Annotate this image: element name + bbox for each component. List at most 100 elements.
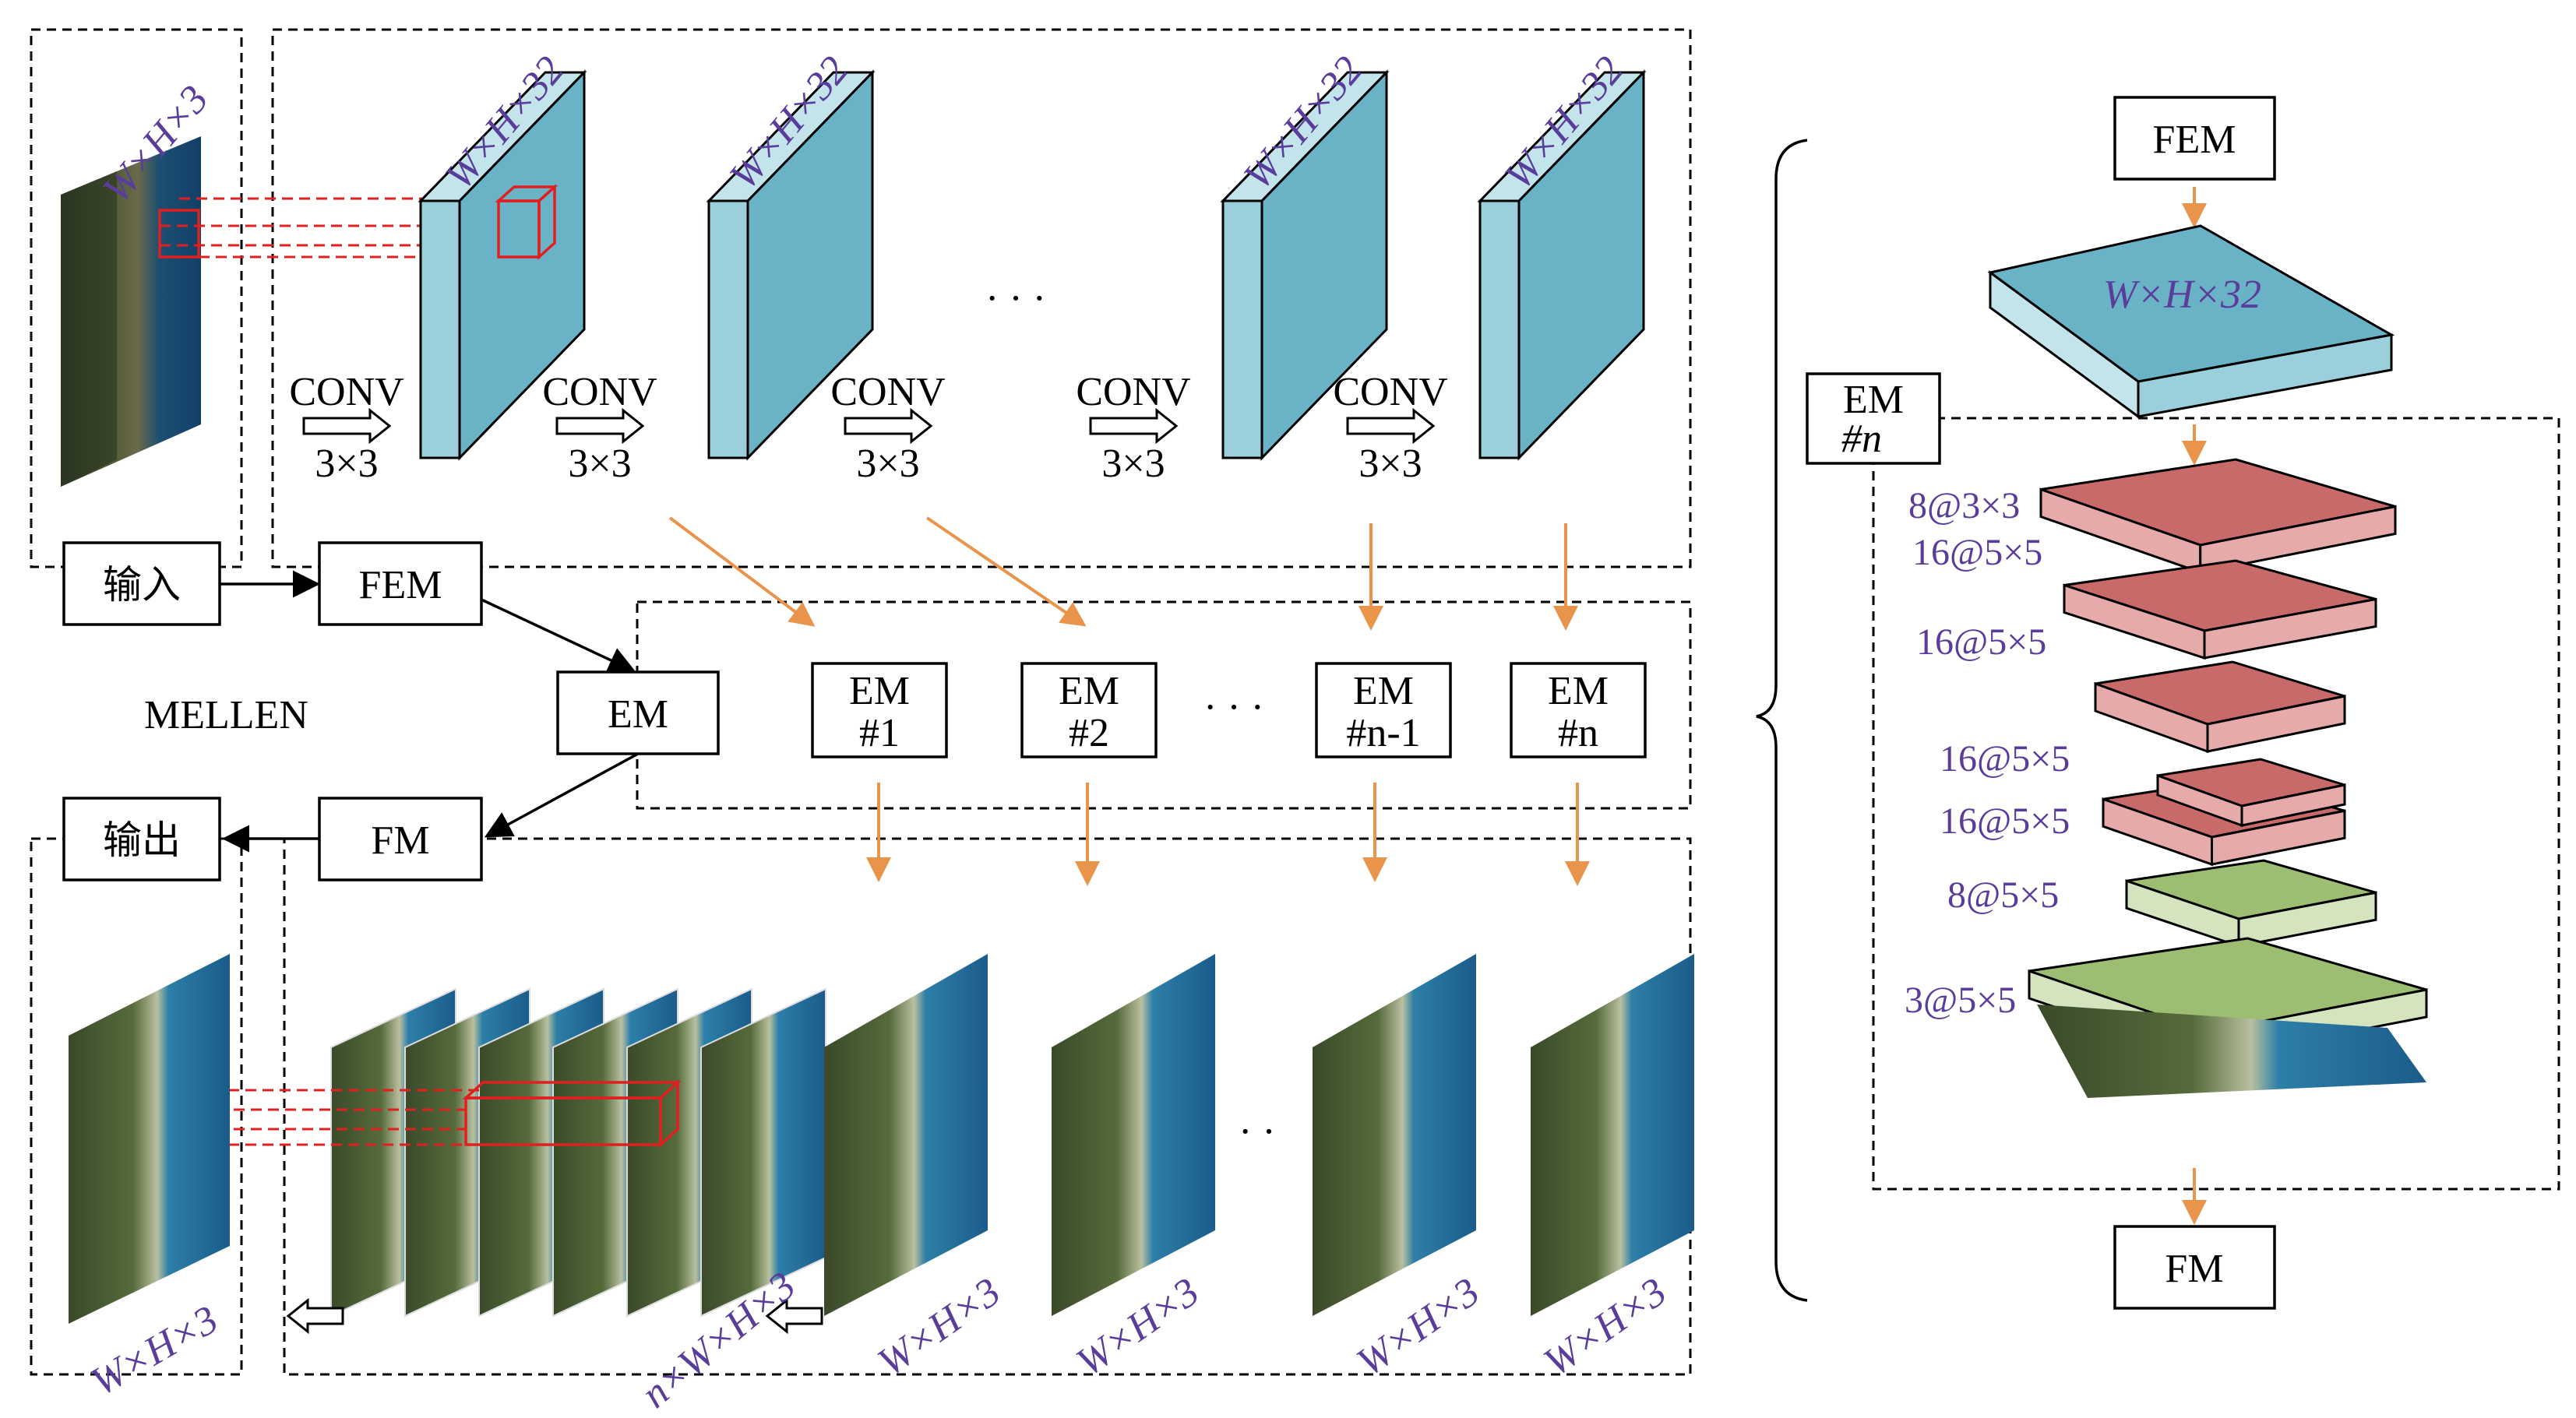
fem-box-label: FEM [359, 563, 442, 607]
em-module-line2: #2 [1069, 711, 1109, 755]
conv-hollow-arrow [302, 407, 392, 445]
em-layer-label: 16@5×5 [1940, 738, 2070, 779]
fem-conv-frame [271, 28, 1692, 568]
conv-hollow-arrow [555, 407, 645, 445]
em-layer-label: 3@5×5 [1905, 980, 2016, 1021]
enhanced-images [824, 954, 1694, 1316]
em-box-label: EM [608, 692, 668, 737]
em-detail-frame [1872, 417, 2560, 1191]
feature-block-4 [1477, 69, 1647, 461]
input-satellite-image [61, 136, 201, 487]
conv-label-4: CONV 3×3 [1076, 370, 1190, 486]
kernel-text: 3×3 [1358, 442, 1422, 486]
arrow-fem-to-em [481, 598, 636, 673]
kernel-text: 3×3 [856, 442, 919, 486]
enhanced-image-3 [1313, 954, 1476, 1316]
em-module-line1: EM [849, 669, 910, 713]
em-layer-6: 8@5×5 [1947, 859, 2377, 948]
em-layer-label: 16@5×5 [1940, 800, 2070, 842]
detail-em-tag-line1: EM [1843, 378, 1904, 422]
hollow-arrow-stack-to-output [286, 1297, 344, 1335]
kernel-text: 3×3 [1101, 442, 1165, 486]
stack-layer-6 [700, 987, 826, 1318]
conv-label-3: CONV 3×3 [830, 370, 945, 486]
em-module-line1: EM [1353, 669, 1414, 713]
conv-text: CONV [289, 370, 403, 414]
input-box-label: 输入 [103, 562, 181, 607]
em-module-2: EM#2 [1020, 662, 1158, 758]
image-ellipsis: · · [1239, 1110, 1276, 1154]
orange-arrow-feat-em1 [668, 516, 816, 627]
em-layer-label: 16@5×5 [1912, 532, 2042, 573]
conv-label-5: CONV 3×3 [1333, 370, 1447, 486]
detail-em-layers: 8@3×3 16@5×5 16@5×5 16@5×5 16@5×5 8@5×5 3@5×5 [1905, 458, 2428, 1061]
em-layer-1: 8@3×3 [1908, 458, 2397, 575]
conv-text: CONV [830, 370, 945, 414]
em-module-boxes: EM#1EM#2EM#n-1EM#n [811, 662, 1647, 758]
em-layer-2: 16@5×5 [1912, 532, 2377, 660]
fm-box-label: FM [371, 818, 429, 863]
feature-red-patch-side [537, 184, 556, 260]
feature-ellipsis: · · · [985, 276, 1046, 321]
output-satellite-image [69, 954, 230, 1324]
em-module-line1: EM [1548, 669, 1609, 713]
conv-labels: CONV 3×3 CONV 3×3 CONV 3×3 CONV 3×3 CONV 3×3 [289, 370, 1447, 486]
detail-em-tag: EM #n [1806, 372, 1941, 465]
curly-brace [1756, 139, 1808, 1302]
em-module-3: EM#n-1 [1315, 662, 1452, 758]
conv-text: CONV [1333, 370, 1447, 414]
detail-fem-box: FEM [2113, 96, 2276, 181]
detail-em-tag-line2: #n [1841, 417, 1882, 461]
detail-fem-label: FEM [2153, 118, 2236, 162]
em-module-line2: #1 [859, 711, 900, 755]
conv-hollow-arrow [844, 407, 933, 445]
conv-text: CONV [1076, 370, 1190, 414]
feature-block-2 [706, 69, 876, 461]
detail-output-image [2037, 1005, 2426, 1098]
detail-fm-box: FM [2113, 1225, 2276, 1310]
kernel-text: 3×3 [315, 442, 378, 486]
hollow-arrow-images-to-stack [765, 1297, 823, 1335]
enhanced-image-4 [1531, 954, 1694, 1316]
fm-box: FM [318, 797, 483, 881]
feature-blocks [418, 69, 1647, 461]
detail-feature-slab: W×H×32 [1987, 224, 2395, 419]
em-module-line2: #n [1558, 711, 1598, 755]
model-name-label: MELLEN [144, 693, 308, 737]
fem-box: FEM [318, 541, 483, 626]
output-box: 输出 [62, 797, 221, 881]
img-dim-label-3: W×H×3 [1349, 1269, 1488, 1385]
orange-arrow-feat-em2 [925, 516, 1087, 627]
feature-block-1 [418, 69, 587, 461]
em-layer-3: 16@5×5 [1916, 621, 2346, 754]
enhanced-image-2 [1052, 954, 1215, 1316]
output-image-frame [30, 837, 243, 1376]
output-box-label: 输出 [103, 818, 181, 863]
feature-block-3 [1220, 69, 1390, 461]
conv-hollow-arrow [1089, 407, 1179, 445]
em-layer-5: 16@5×5 [1940, 758, 2346, 842]
detail-feature-label: W×H×32 [2103, 273, 2261, 317]
conv-label-2: CONV 3×3 [542, 370, 657, 486]
conv-label-1: CONV 3×3 [289, 370, 403, 486]
kernel-text: 3×3 [568, 442, 631, 486]
conv-hollow-arrow [1346, 407, 1436, 445]
em-layer-label: 8@5×5 [1947, 874, 2059, 916]
em-module-line1: EM [1059, 669, 1119, 713]
em-box: EM [556, 670, 720, 755]
em-module-line2: #n-1 [1346, 711, 1420, 755]
em-ellipsis: · · · [1203, 685, 1264, 730]
em-layer-label: 8@3×3 [1908, 485, 2020, 526]
detail-fm-label: FM [2165, 1247, 2223, 1291]
conv-text: CONV [542, 370, 657, 414]
img-dim-label-1: W×H×3 [870, 1269, 1009, 1385]
em-module-4: EM#n [1510, 662, 1647, 758]
output-dim-label: W×H×3 [84, 1297, 226, 1405]
em-module-1: EM#1 [811, 662, 948, 758]
arrow-em-to-fm [484, 752, 639, 838]
enhanced-image-stack [330, 987, 826, 1318]
input-box: 输入 [62, 541, 221, 626]
enhanced-image-1 [824, 954, 988, 1316]
em-layer-label: 16@5×5 [1916, 621, 2046, 663]
